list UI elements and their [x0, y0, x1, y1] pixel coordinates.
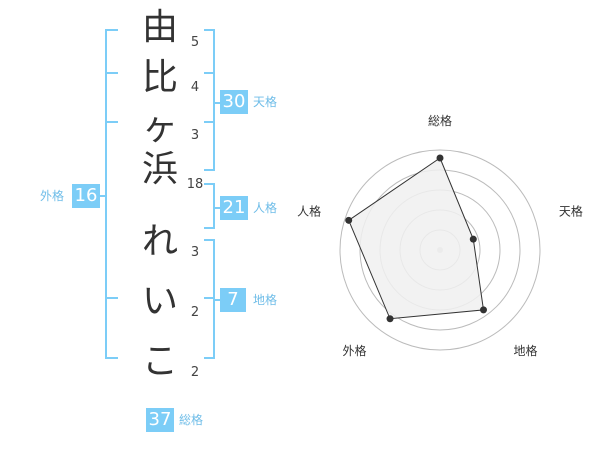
soukaku-label: 総格 — [179, 413, 204, 427]
radar-point — [469, 235, 477, 243]
name-char: ヶ — [141, 107, 178, 148]
radar-point — [386, 315, 394, 323]
stroke-count: 3 — [190, 128, 200, 143]
jinkaku-label: 人格 — [253, 201, 278, 215]
radar-point — [479, 306, 487, 314]
stroke-count: 18 — [186, 177, 204, 192]
radar-axis-label: 外格 — [343, 343, 367, 358]
stroke-count: 4 — [190, 80, 200, 95]
name-char: こ — [141, 341, 178, 382]
tenkaku-label: 天格 — [253, 95, 278, 109]
stroke-count: 3 — [190, 245, 200, 260]
chikaku-label: 地格 — [253, 293, 278, 307]
radar-axis-label: 地格 — [513, 343, 537, 358]
gaikaku-score: 16 — [72, 184, 100, 208]
tenkaku-score: 30 — [220, 90, 248, 114]
name-char: 比 — [141, 57, 178, 98]
jinkaku-score: 21 — [220, 196, 248, 220]
radar-axis-label: 総格 — [428, 113, 452, 128]
radar-axis-label: 人格 — [297, 203, 321, 218]
radar-axis-label: 天格 — [559, 203, 583, 218]
radar-point — [345, 216, 353, 224]
gaikaku-label: 外格 — [40, 189, 65, 203]
name-char: 浜 — [141, 149, 178, 190]
stroke-count: 2 — [190, 305, 200, 320]
radar-point — [436, 154, 444, 162]
radar-ring — [339, 149, 541, 351]
stroke-count: 5 — [190, 35, 200, 50]
name-char: い — [141, 281, 178, 322]
soukaku-score: 37 — [146, 408, 174, 432]
stroke-count: 2 — [190, 365, 200, 380]
chikaku-score: 7 — [220, 288, 246, 312]
radar-area — [348, 157, 485, 320]
name-char: 由 — [141, 7, 178, 48]
name-char: れ — [141, 221, 178, 262]
